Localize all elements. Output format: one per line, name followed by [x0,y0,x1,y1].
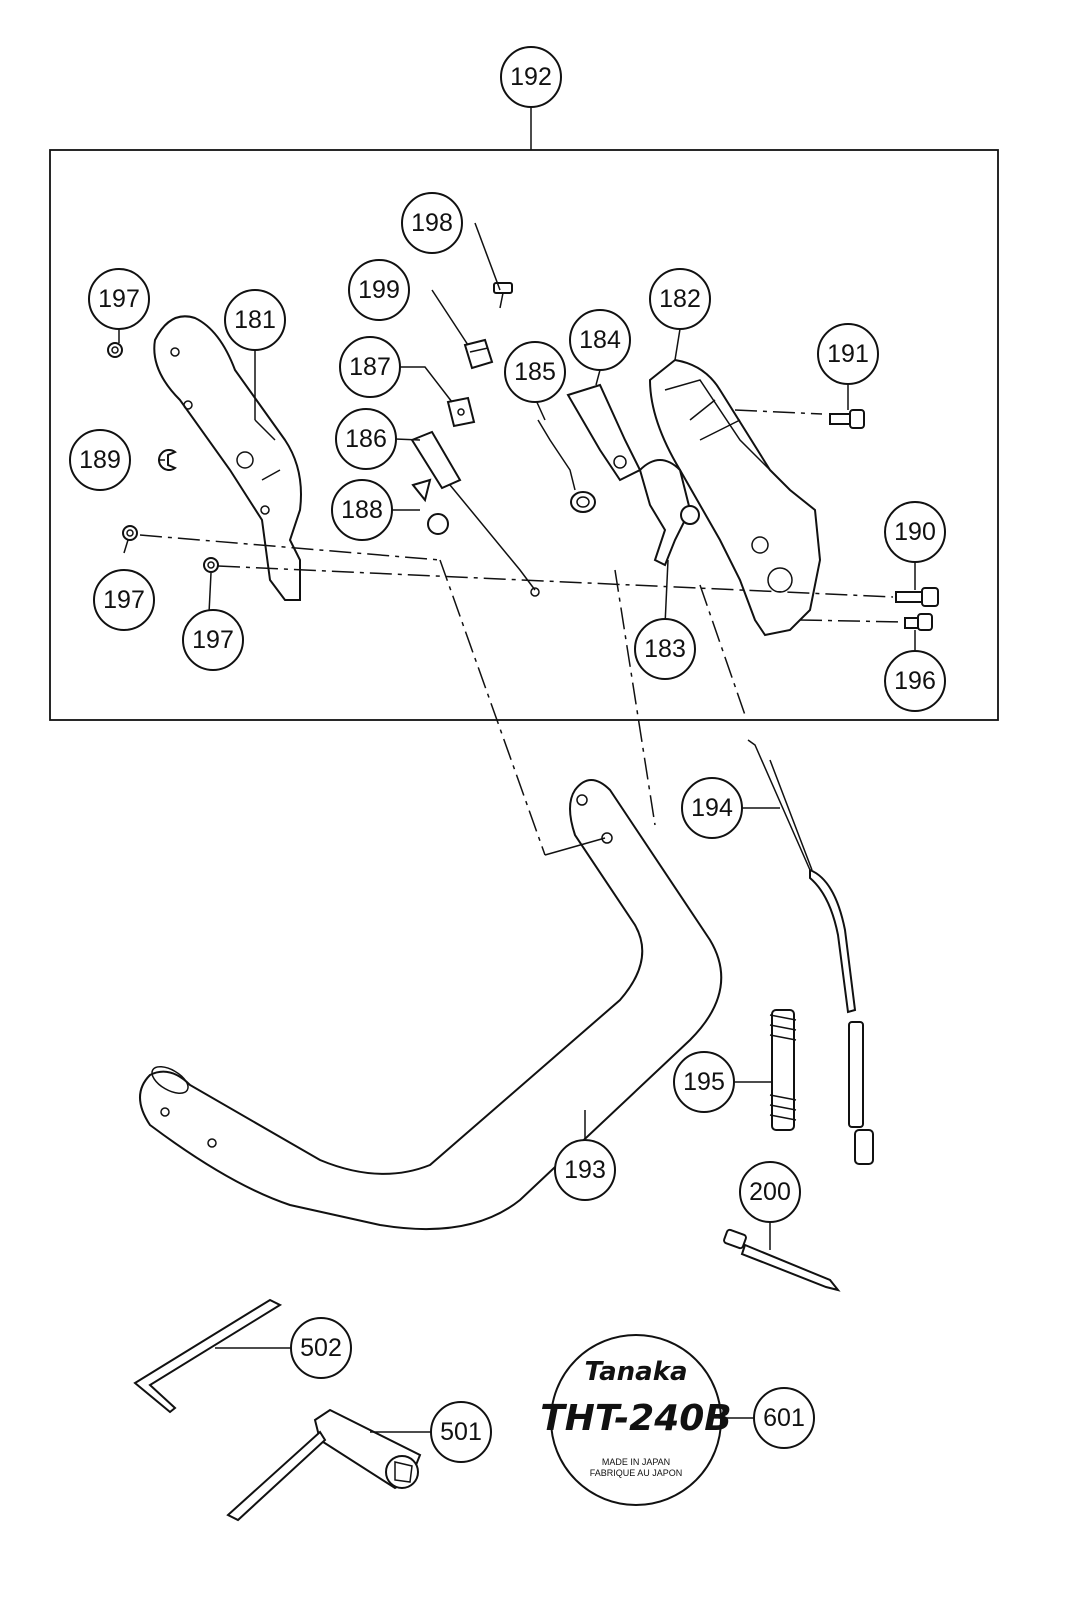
callout-197-top: 197 [88,268,150,330]
callout-601: 601 [753,1387,815,1449]
svg-text:193: 193 [564,1156,606,1184]
switch-188 [411,478,449,535]
callout-186: 186 [335,408,397,470]
callout-185: 185 [504,341,566,403]
svg-text:185: 185 [514,358,556,386]
svg-text:187: 187 [349,353,391,381]
svg-text:502: 502 [300,1334,342,1362]
svg-text:184: 184 [579,326,621,354]
svg-text:186: 186 [345,425,387,453]
callout-189: 189 [69,429,131,491]
decal-made-in-fr: FABRIQUE AU JAPON [590,1468,683,1478]
callout-192: 192 [500,46,562,108]
callout-181: 181 [224,289,286,351]
screw-198 [493,282,513,309]
callout-194: 194 [681,777,743,839]
nut-197-middle [122,525,138,541]
svg-text:191: 191 [827,340,869,368]
decal-made-in-en: MADE IN JAPAN [602,1457,670,1467]
svg-text:189: 189 [79,446,121,474]
svg-text:199: 199 [358,276,400,304]
callout-182: 182 [649,268,711,330]
plate-187 [446,396,476,428]
callout-183: 183 [634,618,696,680]
spring-185 [537,419,596,513]
part-200 [723,1228,841,1292]
throttle-cable-194 [747,739,874,1165]
nut-197-bottom [203,557,219,573]
callout-191: 191 [817,323,879,385]
svg-text:200: 200 [749,1178,791,1206]
callout-188: 188 [331,479,393,541]
svg-text:190: 190 [894,518,936,546]
callout-501: 501 [430,1401,492,1463]
handle-housing-left [153,315,302,601]
svg-text:194: 194 [691,794,733,822]
callout-199: 199 [348,259,410,321]
svg-text:601: 601 [763,1404,805,1432]
knob-199 [463,338,494,370]
decal-model: THT-240B [540,1398,731,1439]
callout-190: 190 [884,501,946,563]
plug-wrench-501 [226,1408,422,1522]
svg-text:188: 188 [341,496,383,524]
u-handle-193 [139,779,723,1231]
callout-200: 200 [739,1161,801,1223]
assembly-frame [49,149,999,721]
callout-198: 198 [401,192,463,254]
decal-601: Tanaka THT-240B MADE IN JAPAN FABRIQUE A… [540,1334,732,1506]
throttle-lever-186 [410,430,540,597]
bolt-190 [895,587,939,607]
callout-195: 195 [673,1051,735,1113]
svg-text:198: 198 [411,209,453,237]
svg-text:197: 197 [192,626,234,654]
hex-key-502 [133,1298,283,1414]
clip-189 [158,449,177,471]
svg-text:196: 196 [894,667,936,695]
trigger-183 [638,459,700,567]
bolt-191 [829,409,865,429]
decal-brand: Tanaka [584,1357,687,1387]
svg-text:181: 181 [234,306,276,334]
callout-193: 193 [554,1139,616,1201]
callout-197-bottom: 197 [182,609,244,671]
callout-196: 196 [884,650,946,712]
callout-197-middle: 197 [93,569,155,631]
spring-195 [769,1009,797,1131]
nut-197-top [107,342,123,358]
callout-187: 187 [339,336,401,398]
handle-housing-right [648,358,822,637]
svg-text:501: 501 [440,1418,482,1446]
svg-text:183: 183 [644,635,686,663]
lever-184 [566,383,642,482]
svg-text:197: 197 [98,285,140,313]
svg-text:192: 192 [510,63,552,91]
callout-184: 184 [569,309,631,371]
svg-text:197: 197 [103,586,145,614]
svg-text:182: 182 [659,285,701,313]
svg-text:195: 195 [683,1068,725,1096]
bolt-196 [904,613,933,631]
callout-502: 502 [290,1317,352,1379]
